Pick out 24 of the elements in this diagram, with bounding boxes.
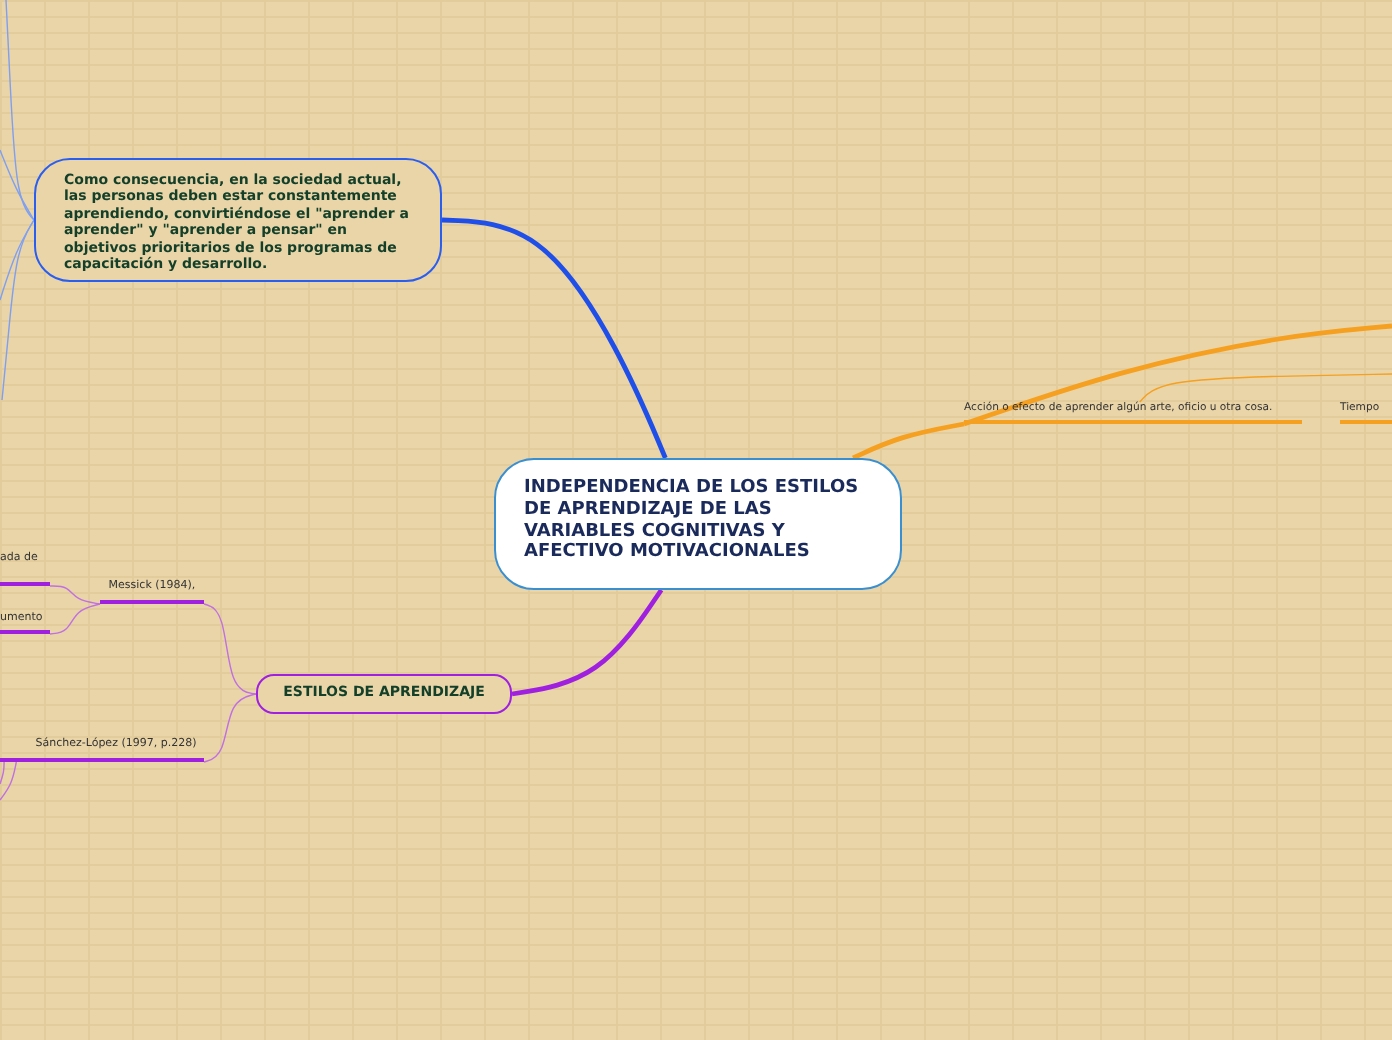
connector-line (852, 421, 965, 461)
branch-label (0, 738, 204, 762)
branch-label (0, 552, 50, 586)
branch-label (100, 580, 204, 604)
branch-label (1340, 402, 1392, 424)
branch-label (0, 612, 50, 634)
connector-line (441, 217, 668, 459)
connector-line (1, 219, 35, 401)
connector-line (203, 693, 257, 763)
connector-line (511, 588, 664, 697)
connector-line (0, 761, 17, 801)
central-topic (494, 458, 902, 590)
connector-line (1139, 373, 1392, 403)
connector-line (0, 149, 35, 221)
connector-line (0, 761, 5, 785)
connector-line (963, 323, 1392, 427)
connector-line (5, 0, 35, 221)
connector-line (49, 603, 101, 635)
topic-text: INDEPENDENCIA DE LOS ESTILOS DE APRENDIZAJE DE LAS VARIABLES COGNITIVAS Y AFECTIVO MOTIVACIONALES (524, 478, 861, 565)
topic-box (34, 158, 442, 282)
connector-line (203, 603, 257, 695)
topic-box (256, 674, 512, 714)
branch-label (964, 402, 1302, 424)
connector-line (49, 585, 101, 605)
